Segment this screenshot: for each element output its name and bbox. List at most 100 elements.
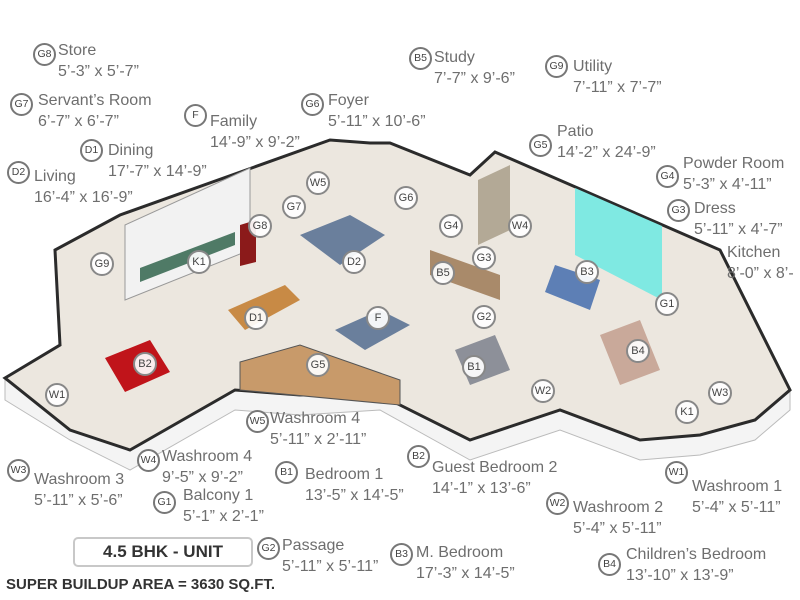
room-code-badge: B1: [275, 461, 298, 484]
room-name: Dining: [108, 142, 154, 159]
plan-marker: W3: [708, 381, 732, 405]
room-dimensions: 13’-5” x 14’-5”: [305, 487, 404, 504]
room-label: Utility 7’-11” x 7’-7”: [573, 56, 662, 98]
room-name: Guest Bedroom 2: [432, 459, 558, 476]
room-name: Foyer: [328, 92, 369, 109]
room-dimensions: 7’-11” x 7’-7”: [573, 79, 662, 96]
room-code-badge: G5: [529, 134, 552, 157]
plan-marker: W4: [508, 214, 532, 238]
room-dimensions: 14’-9” x 9’-2”: [210, 134, 300, 151]
room-code-badge: D2: [7, 161, 30, 184]
plan-marker: G6: [394, 186, 418, 210]
plan-marker: D2: [342, 250, 366, 274]
super-buildup-area: SUPER BUILDUP AREA = 3630 SQ.FT.: [6, 576, 276, 593]
room-name: Living: [34, 168, 76, 185]
room-name: Children’s Bedroom: [626, 546, 767, 563]
room-code-badge: G4: [656, 165, 679, 188]
room-name: Family: [210, 113, 258, 130]
sofa-living: [300, 215, 385, 265]
room-code-badge: G3: [667, 199, 690, 222]
room-name: M. Bedroom: [416, 544, 504, 561]
room-dimensions: 16’-4” x 16’-9”: [34, 189, 133, 206]
plan-marker: G8: [248, 214, 272, 238]
accent-wall: [575, 188, 662, 300]
room-dimensions: 5’-4” x 5’-11”: [573, 520, 662, 537]
room-label: Bedroom 1 13’-5” x 14’-5”: [305, 464, 404, 506]
room-label: Children’s Bedroom 13’-10” x 13’-9”: [626, 544, 766, 586]
room-name: Utility: [573, 58, 613, 75]
room-label: Balcony 1 5’-1” x 2’-1”: [183, 485, 264, 527]
plan-marker: K1: [187, 250, 211, 274]
plan-marker: B5: [431, 261, 455, 285]
room-code-badge: W2: [546, 492, 569, 515]
room-label: Washroom 4 5’-11” x 2’-11”: [270, 408, 366, 450]
room-code-badge: F: [184, 104, 207, 127]
room-label: M. Bedroom 17’-3” x 14’-5”: [416, 542, 515, 584]
room-label: Dining 17’-7” x 14’-9”: [108, 140, 207, 182]
room-name: Washroom 2: [573, 499, 664, 516]
room-name: Passage: [282, 537, 345, 554]
room-dimensions: 13’-10” x 13’-9”: [626, 567, 734, 584]
plan-marker: G5: [306, 353, 330, 377]
room-name: Washroom 4: [270, 410, 361, 427]
room-dimensions: 5’-11” x 2’-11”: [270, 431, 367, 448]
room-dimensions: 5’-11” x 5’-11”: [282, 558, 379, 575]
room-dimensions: 5’-4” x 5’-11”: [692, 499, 781, 516]
plan-marker: B3: [575, 260, 599, 284]
room-name: Washroom 1: [692, 478, 783, 495]
plan-marker: G9: [90, 252, 114, 276]
room-code-badge: B4: [598, 553, 621, 576]
room-name: Balcony 1: [183, 487, 254, 504]
room-name: Kitchen: [727, 244, 781, 261]
room-code-badge: B3: [390, 543, 413, 566]
room-code-badge: G9: [545, 55, 568, 78]
plan-marker: G3: [472, 246, 496, 270]
room-dimensions: 14’-1” x 13’-6”: [432, 480, 531, 497]
room-code-badge: W1: [665, 461, 688, 484]
room-code-badge: G6: [301, 93, 324, 116]
room-code-badge: W4: [137, 449, 160, 472]
room-label: Living 16’-4” x 16’-9”: [34, 166, 133, 208]
room-dimensions: 6’-7” x 6’-7”: [38, 113, 119, 130]
room-label: Guest Bedroom 2 14’-1” x 13’-6”: [432, 457, 557, 499]
plan-marker: W2: [531, 379, 555, 403]
room-name: Powder Room: [683, 155, 785, 172]
room-label: Family 14’-9” x 9’-2”: [210, 111, 300, 153]
room-code-badge: B5: [409, 47, 432, 70]
plan-marker: B2: [133, 352, 157, 376]
plan-marker: D1: [244, 306, 268, 330]
room-code-badge: W3: [7, 459, 30, 482]
room-code-badge: D1: [80, 139, 103, 162]
room-name: Bedroom 1: [305, 466, 384, 483]
plan-marker: G4: [439, 214, 463, 238]
room-name: Washroom 4: [162, 448, 253, 465]
room-dimensions: 9’-5” x 9’-2”: [162, 469, 243, 486]
sofa-family: [335, 310, 410, 350]
room-code-badge: G8: [33, 43, 56, 66]
plan-marker: K1: [675, 400, 699, 424]
room-dimensions: 17’-3” x 14’-5”: [416, 565, 515, 582]
room-dimensions: 7’-7” x 9’-6”: [434, 70, 515, 87]
room-code-badge: G1: [153, 491, 176, 514]
room-code-badge: W5: [246, 410, 269, 433]
room-label: Washroom 1 5’-4” x 5’-11”: [692, 476, 782, 518]
room-label: Study 7’-7” x 9’-6”: [434, 47, 515, 89]
room-code-badge: G2: [257, 537, 280, 560]
room-label: Washroom 4 9’-5” x 9’-2”: [162, 446, 252, 488]
washroom-tiles: [478, 165, 510, 245]
plan-marker: B1: [462, 355, 486, 379]
room-name: Patio: [557, 123, 594, 140]
room-dimensions: 5’-3” x 4’-11”: [683, 176, 772, 193]
room-dimensions: 17’-7” x 14’-9”: [108, 163, 207, 180]
room-label: Powder Room 5’-3” x 4’-11”: [683, 153, 784, 195]
room-dimensions: 5’-11” x 5’-6”: [34, 492, 123, 509]
plan-marker: W1: [45, 383, 69, 407]
room-dimensions: 5’-1” x 2’-1”: [183, 508, 264, 525]
room-name: Study: [434, 49, 475, 66]
